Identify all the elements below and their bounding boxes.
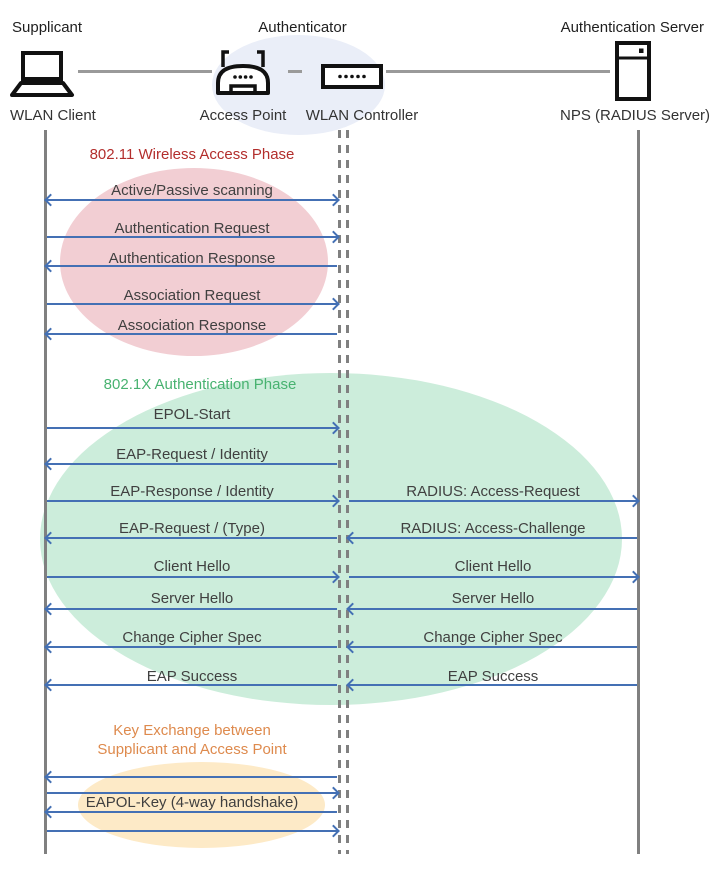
message-arrow <box>47 537 337 539</box>
message-arrow <box>47 830 337 832</box>
message-arrow <box>349 684 637 686</box>
message-label: Association Response <box>117 317 267 334</box>
message-label: Change Cipher Spec <box>122 629 262 646</box>
message-label: EAP-Response / Identity <box>110 483 274 500</box>
message-label: EAP-Request / (Type) <box>119 520 265 537</box>
message-label: RADIUS: Access-Request <box>406 483 580 500</box>
message-arrow <box>47 684 337 686</box>
message-arrow <box>47 333 337 335</box>
laptop-icon <box>10 50 76 100</box>
message-label: Change Cipher Spec <box>423 629 563 646</box>
message-label: EPOL-Start <box>153 406 231 423</box>
message-label: Server Hello <box>150 590 234 607</box>
phase2-title: 802.1X Authentication Phase <box>103 376 297 393</box>
message-arrow <box>349 646 637 648</box>
phase3-title: Key Exchange between Supplicant and Acce… <box>47 721 337 759</box>
message-label: EAP-Request / Identity <box>116 446 268 463</box>
message-arrow <box>47 500 337 502</box>
message-label: Client Hello <box>454 558 532 575</box>
device-label-wlan-client: WLAN Client <box>10 107 96 124</box>
server-icon <box>615 41 651 101</box>
message-label: Authentication Response <box>108 250 276 267</box>
lifeline-wlan-client <box>44 130 47 854</box>
connector-line <box>288 70 302 73</box>
message-arrow <box>349 576 637 578</box>
access-point-icon <box>214 47 272 99</box>
device-label-nps: NPS (RADIUS Server) <box>560 107 711 124</box>
message-label: Authentication Request <box>114 220 270 237</box>
message-arrow <box>47 646 337 648</box>
message-arrow <box>349 537 637 539</box>
message-arrow <box>47 776 337 778</box>
message-arrow <box>47 811 337 813</box>
message-arrow <box>47 576 337 578</box>
message-label: EAPOL-Key (4-way handshake) <box>85 794 299 811</box>
message-arrow <box>47 608 337 610</box>
phase3-title-line1: Key Exchange between <box>113 722 271 739</box>
device-label-access-point: Access Point <box>199 107 287 124</box>
role-label-authentication-server: Authentication Server <box>560 19 704 36</box>
wlan-controller-icon <box>321 64 383 90</box>
lifeline-wlan-controller-dashed <box>338 130 341 854</box>
message-label: Active/Passive scanning <box>111 182 273 199</box>
role-label-supplicant: Supplicant <box>12 19 83 36</box>
message-arrow <box>349 608 637 610</box>
message-label: Association Request <box>123 287 261 304</box>
connector-line <box>78 70 212 73</box>
phase3-title-line2: Supplicant and Access Point <box>97 741 287 758</box>
message-label: EAP Success <box>447 668 539 685</box>
message-label: Client Hello <box>153 558 231 575</box>
message-label: EAP Success <box>146 668 238 685</box>
message-arrow <box>47 792 337 794</box>
message-arrow <box>47 463 337 465</box>
message-label: RADIUS: Access-Challenge <box>400 520 586 537</box>
message-label: Server Hello <box>451 590 535 607</box>
message-arrow <box>47 199 337 201</box>
message-arrow <box>47 236 337 238</box>
message-arrow <box>47 265 337 267</box>
connector-line <box>386 70 610 73</box>
device-label-wlan-controller: WLAN Controller <box>305 107 419 124</box>
message-arrow <box>349 500 637 502</box>
lifeline-wlan-controller-dashed <box>346 130 349 854</box>
lifeline-nps-server <box>637 130 640 854</box>
phase1-title: 802.11 Wireless Access Phase <box>89 146 295 163</box>
message-arrow <box>47 427 337 429</box>
role-label-authenticator: Authenticator <box>258 19 347 36</box>
message-arrow <box>47 303 337 305</box>
